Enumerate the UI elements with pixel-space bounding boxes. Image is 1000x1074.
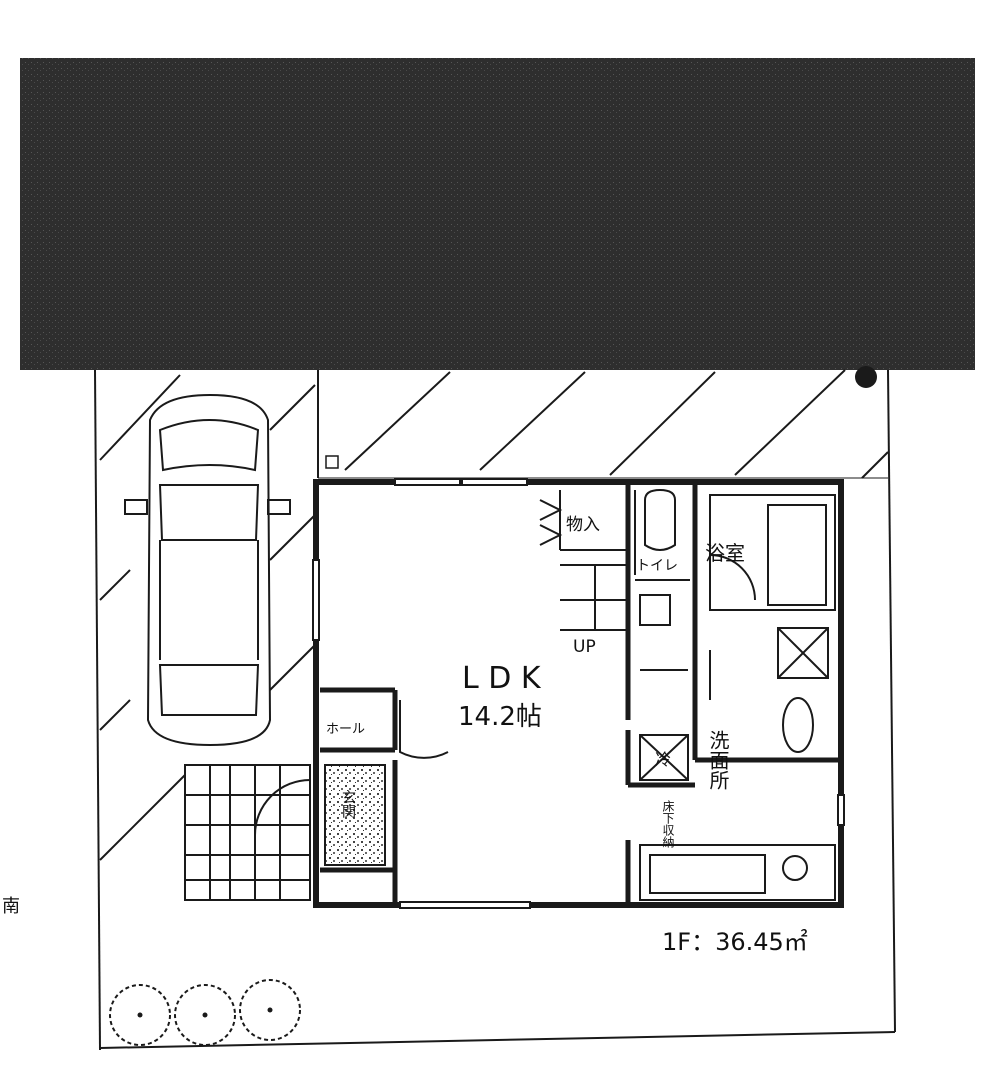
hall-label: ホール xyxy=(326,722,365,737)
ldk-label: L D K xyxy=(462,661,542,696)
bath-label: 浴室 xyxy=(705,541,745,565)
door-swings xyxy=(254,499,756,836)
washroom-label: 洗面所 xyxy=(706,730,730,790)
redacted-map-area xyxy=(20,58,975,370)
interior-walls xyxy=(320,485,840,905)
parking-hatch xyxy=(99,369,889,861)
toilet-label: トイレ xyxy=(636,558,678,574)
entry-steps xyxy=(184,764,311,901)
tree-icons xyxy=(109,979,301,1046)
ldk-size-label: 14.2帖 xyxy=(458,702,542,732)
floor-area-label: 1F：36.45㎡ xyxy=(662,928,808,956)
storage-label: 物入 xyxy=(566,515,600,535)
car-icon xyxy=(124,393,291,747)
building-walls xyxy=(313,479,844,908)
stairs-label: UP xyxy=(573,637,596,657)
south-label: 南 xyxy=(2,896,20,917)
windows xyxy=(312,478,845,909)
entrance-label: 玄関 xyxy=(340,789,356,819)
meter-marker xyxy=(325,455,339,469)
interior-details xyxy=(559,488,836,901)
under-storage-label: 床下収納 xyxy=(661,800,675,848)
corner-marker xyxy=(855,366,877,388)
lot-boundary xyxy=(94,369,896,1051)
fridge-label: 冷 xyxy=(655,750,671,769)
entrance-floor xyxy=(324,764,386,866)
